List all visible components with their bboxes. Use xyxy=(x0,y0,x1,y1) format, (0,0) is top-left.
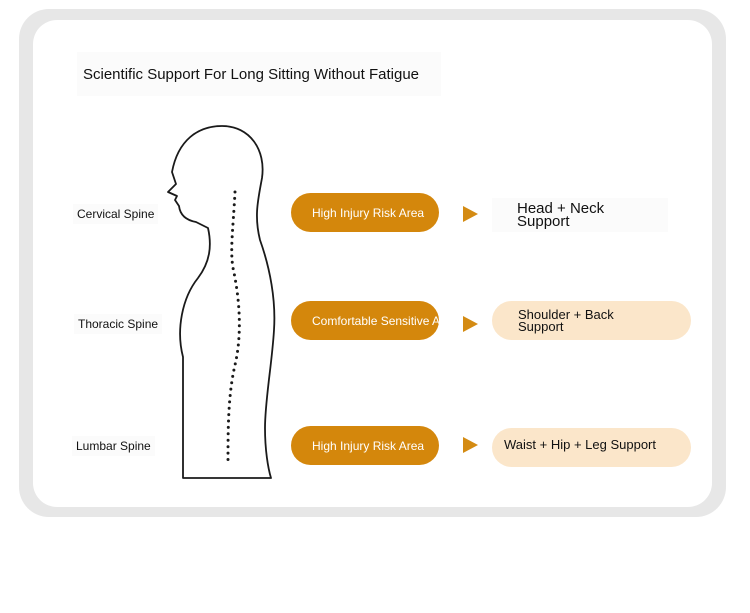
label-cervical-spine: Cervical Spine xyxy=(73,204,159,224)
play-triangle-icon xyxy=(463,437,478,453)
risk-pill-text: Comfortable Sensitive Area xyxy=(312,313,439,328)
content-card xyxy=(33,20,712,507)
risk-pill-text: High Injury Risk Area xyxy=(312,205,425,220)
support-shoulder-back: Shoulder + Back Support xyxy=(492,301,691,340)
play-triangle-icon xyxy=(463,206,478,222)
risk-pill-thoracic: Comfortable Sensitive Area xyxy=(291,301,439,340)
support-waist-hip-leg: Waist + Hip + Leg Support xyxy=(492,428,691,467)
support-text: Head + Neck Support xyxy=(517,200,605,230)
risk-pill-cervical: High Injury Risk Area xyxy=(291,193,439,232)
play-triangle-icon xyxy=(463,316,478,332)
page-title: Scientific Support For Long Sitting With… xyxy=(77,52,441,96)
support-text: Shoulder + Back Support xyxy=(518,307,614,334)
support-text: Waist + Hip + Leg Support xyxy=(504,437,656,452)
label-lumbar-spine: Lumbar Spine xyxy=(72,436,155,456)
spine-dots xyxy=(226,190,241,464)
label-thoracic-spine: Thoracic Spine xyxy=(74,314,163,334)
support-head-neck: Head + Neck Support xyxy=(492,198,668,232)
risk-pill-lumbar: High Injury Risk Area xyxy=(291,426,439,465)
body-outline xyxy=(167,125,276,479)
risk-pill-text: High Injury Risk Area xyxy=(312,438,425,453)
